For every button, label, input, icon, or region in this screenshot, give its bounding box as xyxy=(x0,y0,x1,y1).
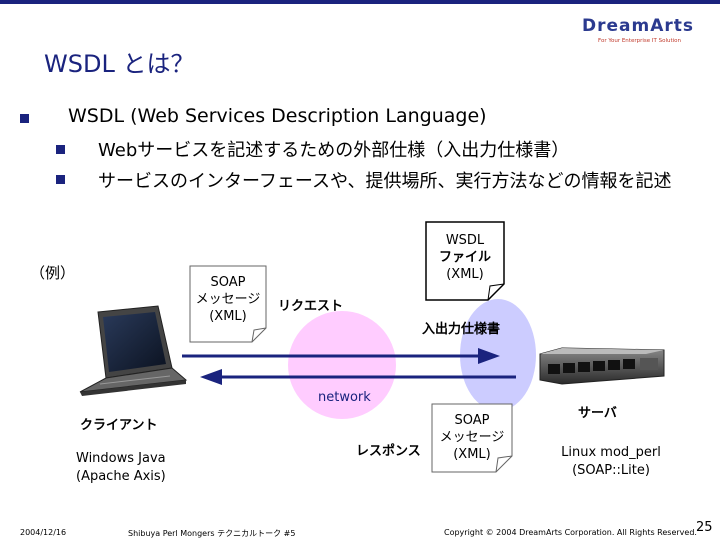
bullet-square-icon xyxy=(56,175,65,184)
bullet-main-text: WSDL (Web Services Description Language) xyxy=(68,105,487,127)
spec-label: 入出力仕様書 xyxy=(422,322,501,337)
soap-response-text: SOAP メッセージ (XML) xyxy=(432,412,512,463)
client-stack-line-1: Windows Java xyxy=(76,451,166,466)
logo: DreamArts For Your Enterprise IT Solutio… xyxy=(582,16,710,48)
soap-response-line-2: メッセージ xyxy=(439,430,505,445)
soap-request-line-1: SOAP xyxy=(210,275,246,290)
example-label: （例） xyxy=(30,264,76,282)
wsdl-file-line-3: (XML) xyxy=(446,267,484,282)
wsdl-file-text: WSDL ファイル (XML) xyxy=(426,232,504,283)
bullet-square-icon xyxy=(56,145,65,154)
server-icon xyxy=(539,347,665,385)
network-label: network xyxy=(318,390,371,405)
footer-copyright: Copyright © 2004 DreamArts Corporation. … xyxy=(444,528,697,537)
request-arrow-head xyxy=(478,348,500,364)
bullet-square-icon xyxy=(20,114,29,123)
wsdl-file-line-2: ファイル xyxy=(438,250,491,265)
logo-text: DreamArts xyxy=(582,16,694,36)
bullet-sub-text-2: サービスのインターフェースや、提供場所、実行方法などの情報を記述 xyxy=(98,171,672,192)
footer-event: Shibuya Perl Mongers テクニカルトーク #5 xyxy=(128,529,296,538)
page-title: WSDL とは？ xyxy=(44,50,195,78)
page-number: 25 xyxy=(696,520,713,535)
client-stack: Windows Java (Apache Axis) xyxy=(76,450,166,486)
network-circle xyxy=(288,311,396,419)
logo-tagline: For Your Enterprise IT Solution xyxy=(598,38,682,44)
client-label: クライアント xyxy=(80,418,158,433)
server-stack-line-2: (SOAP::Lite) xyxy=(572,463,650,478)
server-circle xyxy=(460,299,536,411)
soap-request-line-2: メッセージ xyxy=(195,292,261,307)
server-label: サーバ xyxy=(578,406,617,421)
wsdl-file-note xyxy=(425,221,505,301)
server-stack-line-1: Linux mod_perl xyxy=(561,445,661,460)
laptop-icon xyxy=(79,305,188,396)
response-label: レスポンス xyxy=(356,444,421,459)
soap-response-line-3: (XML) xyxy=(453,447,491,462)
soap-response-line-1: SOAP xyxy=(454,413,490,428)
request-label: リクエスト xyxy=(278,299,344,314)
client-stack-line-2: (Apache Axis) xyxy=(76,469,166,484)
server-stack: Linux mod_perl (SOAP::Lite) xyxy=(556,444,666,480)
footer-date: 2004/12/16 xyxy=(20,528,67,537)
bullet-sub-text-1: Webサービスを記述するための外部仕様（入出力仕様書） xyxy=(98,140,570,161)
soap-response-note xyxy=(431,403,513,473)
soap-request-note xyxy=(189,265,267,343)
soap-request-line-3: (XML) xyxy=(209,309,247,324)
response-arrow-head xyxy=(200,369,222,385)
soap-request-text: SOAP メッセージ (XML) xyxy=(190,274,266,325)
wsdl-file-line-1: WSDL xyxy=(445,233,485,248)
top-bar xyxy=(0,0,720,4)
